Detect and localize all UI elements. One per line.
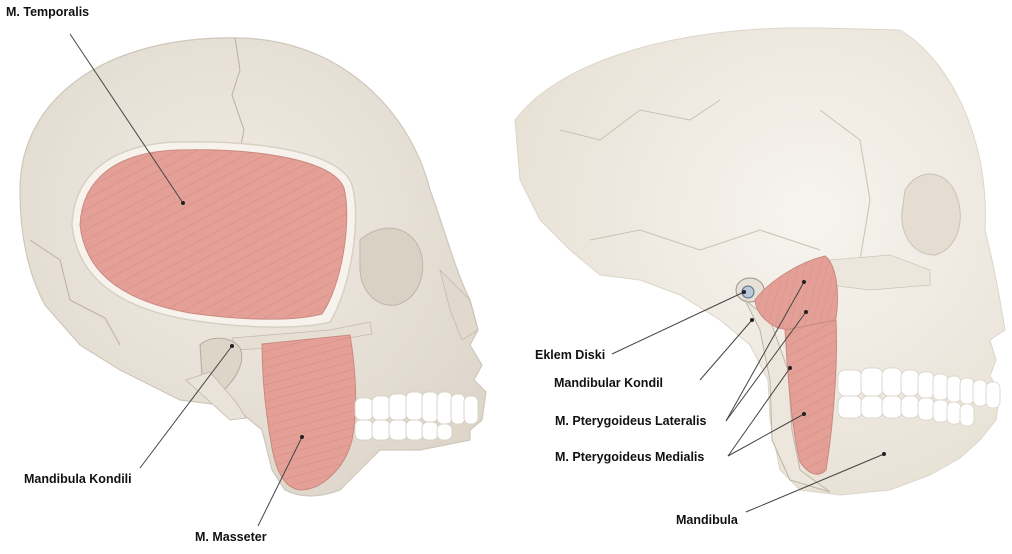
label-mandibular-kondil: Mandibular Kondil bbox=[554, 376, 663, 390]
label-temporalis: M. Temporalis bbox=[6, 5, 89, 19]
label-eklem-diski: Eklem Diski bbox=[535, 348, 605, 362]
left-skull bbox=[20, 38, 486, 496]
label-pterygoideus-medialis: M. Pterygoideus Medialis bbox=[555, 450, 704, 464]
left-orbit bbox=[360, 228, 423, 305]
label-pterygoideus-lateralis: M. Pterygoideus Lateralis bbox=[555, 414, 706, 428]
label-mandibula: Mandibula bbox=[676, 513, 738, 527]
label-mandibula-kondili: Mandibula Kondili bbox=[24, 472, 132, 486]
leader-right-condyle bbox=[700, 320, 752, 380]
right-orbit bbox=[902, 174, 960, 255]
label-masseter: M. Masseter bbox=[195, 530, 267, 544]
